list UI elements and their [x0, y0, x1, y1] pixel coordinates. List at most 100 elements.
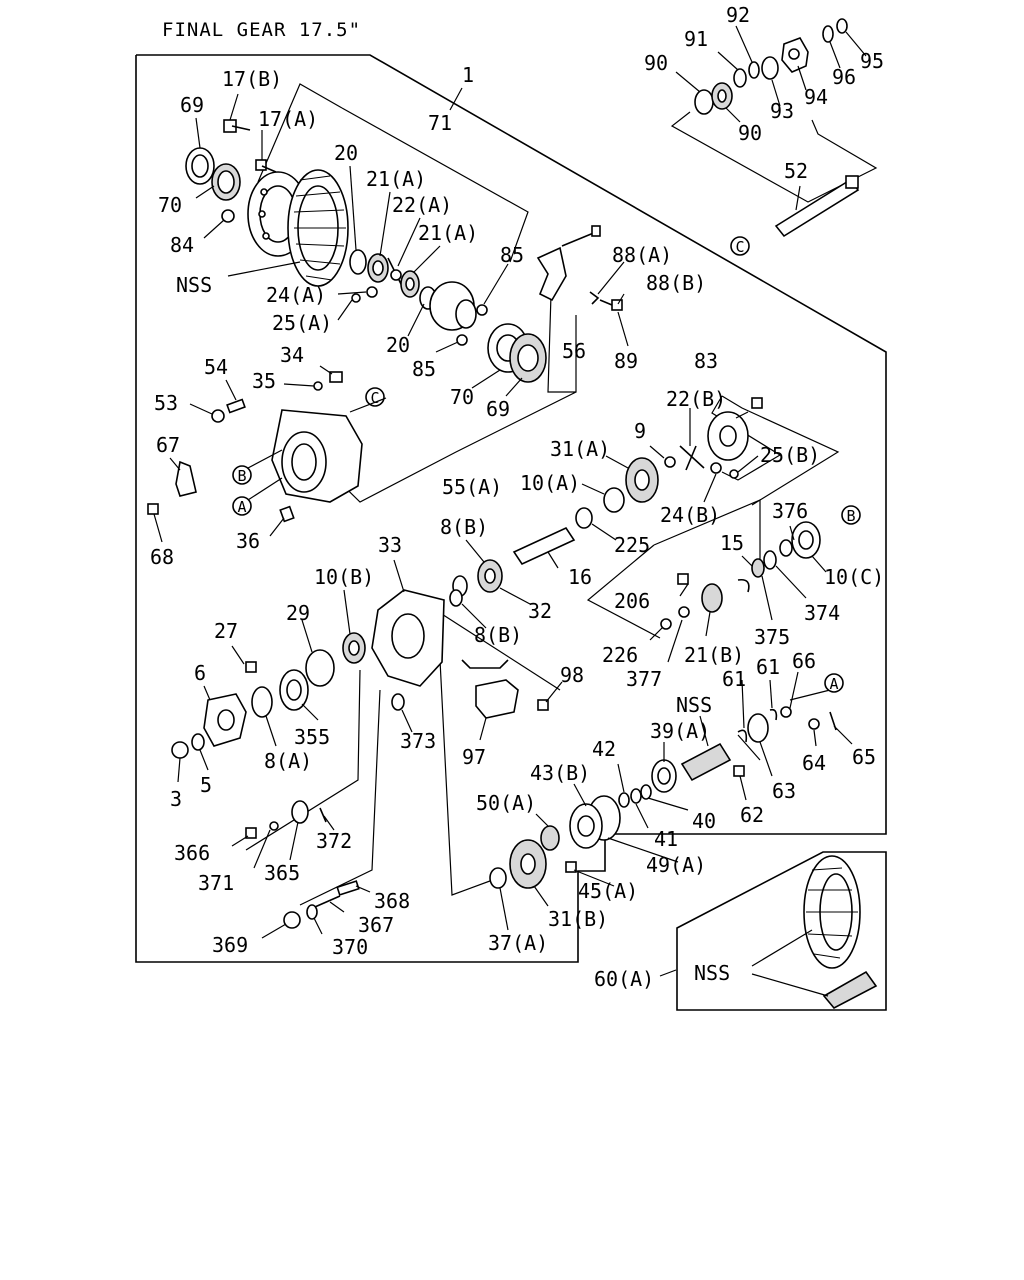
seal-93: [761, 56, 779, 80]
washer-226: [660, 618, 672, 630]
label-8b-bottom: 8(B): [474, 623, 522, 647]
bracket-15b: [653, 499, 761, 575]
clip-61: [737, 729, 748, 743]
washer-24a: [366, 286, 378, 298]
label-93: 93: [770, 99, 794, 123]
bearing-374: [763, 550, 777, 570]
clip-61b: [769, 708, 778, 721]
leader-lines: [153, 25, 867, 997]
label-60a: 60(A): [594, 967, 654, 991]
bracket-61: [737, 734, 761, 761]
label-41: 41: [654, 827, 678, 851]
bracket-56-55a: [311, 261, 577, 503]
bearing-70-top: [211, 163, 241, 201]
gear-set-frame: [676, 851, 887, 1011]
label-8a: 8(A): [264, 749, 312, 773]
oring-5: [191, 733, 205, 751]
label-36: 36: [236, 529, 260, 553]
bracket-71b: [341, 107, 529, 263]
label-96: 96: [832, 65, 856, 89]
svg-text:C: C: [370, 389, 379, 407]
bolt-83: [751, 397, 763, 409]
label-43b: 43(B): [530, 761, 590, 785]
label-83: 83: [694, 349, 718, 373]
bolt-98: [537, 699, 549, 711]
label-373: 373: [400, 729, 436, 753]
spring-368: [336, 880, 360, 896]
label-95: 95: [860, 49, 884, 73]
stud-54: [226, 398, 246, 414]
label-372: 372: [316, 829, 352, 853]
ring-40: [640, 784, 652, 800]
label-375: 375: [754, 625, 790, 649]
label-21a-2: 21(A): [418, 221, 478, 245]
roller-375: [751, 558, 765, 578]
bearing-10b: [342, 632, 366, 664]
label-62: 62: [740, 803, 764, 827]
ring-10c: [779, 539, 793, 557]
label-84: 84: [170, 233, 194, 257]
label-3: 3: [170, 787, 182, 811]
svg-text:B: B: [237, 467, 246, 485]
label-21b: 21(B): [684, 643, 744, 667]
label-70-bottom: 70: [450, 385, 474, 409]
label-nss-gearset: NSS: [694, 961, 730, 985]
side-washer-20: [349, 249, 367, 275]
bolt-34: [329, 371, 343, 383]
label-5: 5: [200, 773, 212, 797]
pinion-gear-nss: [680, 742, 732, 782]
label-376: 376: [772, 499, 808, 523]
shift-unit-97: [461, 659, 519, 719]
washer-25b: [729, 469, 739, 479]
side-gear-21a-2: [400, 270, 420, 298]
label-31b: 31(B): [548, 907, 608, 931]
label-6: 6: [194, 661, 206, 685]
label-49a: 49(A): [646, 853, 706, 877]
label-20-bottom: 20: [386, 333, 410, 357]
label-16: 16: [568, 565, 592, 589]
bearing-69-bottom: [509, 333, 547, 383]
breather-373: [391, 693, 405, 711]
label-370: 370: [332, 935, 368, 959]
label-nss-pinion: NSS: [676, 693, 712, 717]
flange-94: [781, 37, 809, 73]
pin-372: [319, 807, 327, 823]
label-25a: 25(A): [272, 311, 332, 335]
circle-ref-b-housing: B: [232, 465, 252, 485]
flange-6: [203, 693, 247, 747]
label-369: 369: [212, 933, 248, 957]
label-37a: 37(A): [488, 931, 548, 955]
cage-355: [279, 669, 309, 711]
pin-36: [279, 505, 295, 523]
nut-95: [836, 18, 848, 34]
gear-21b: [701, 583, 723, 613]
label-85-bottom: 85: [412, 357, 436, 381]
label-226: 226: [602, 643, 638, 667]
washer-35: [313, 381, 323, 391]
diff-case-other-half: [429, 281, 477, 331]
label-9: 9: [634, 419, 646, 443]
ring-gear: [287, 169, 349, 287]
side-gear-21a: [367, 253, 389, 283]
bearing-50a: [540, 825, 560, 851]
ring-41: [630, 788, 642, 804]
label-88b: 88(B): [646, 271, 706, 295]
label-50a: 50(A): [476, 791, 536, 815]
washer-24b: [710, 462, 722, 474]
diff-case-83: [707, 411, 749, 461]
ring-225: [575, 507, 593, 529]
label-69-top: 69: [180, 93, 204, 117]
bracket-67: [175, 460, 197, 497]
label-66: 66: [792, 649, 816, 673]
label-88a: 88(A): [612, 243, 672, 267]
carrier-housing: [271, 409, 363, 503]
nut-53: [211, 409, 225, 423]
pinion-60a: [822, 970, 878, 1010]
label-366: 366: [174, 841, 210, 865]
label-10b: 10(B): [314, 565, 374, 589]
label-17b: 17(B): [222, 67, 282, 91]
label-67: 67: [156, 433, 180, 457]
label-355: 355: [294, 725, 330, 749]
label-371: 371: [198, 871, 234, 895]
